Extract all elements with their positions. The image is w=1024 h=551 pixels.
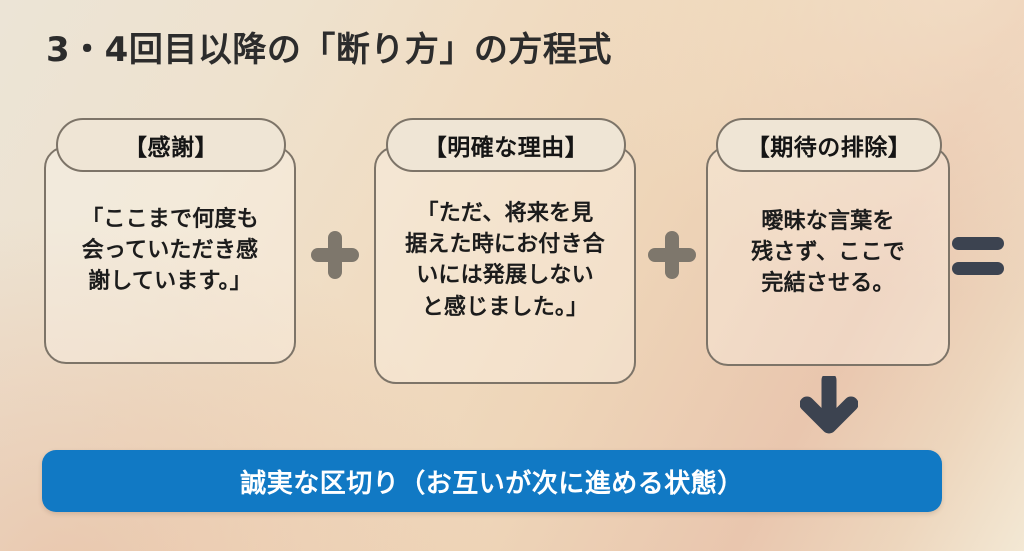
card-1-header-label: 【感謝】 — [124, 135, 218, 161]
plus-icon — [311, 231, 359, 279]
equals-bar-bottom — [952, 262, 1004, 275]
equation-card-3: 曖昧な言葉を 残さず、ここで 完結させる。 — [706, 146, 950, 366]
equation-card-2: 「ただ、将来を見 据えた時にお付き合 いには発展しない と感じました。」 — [374, 146, 636, 384]
result-banner-label: 誠実な区切り（お互いが次に進める状態） — [240, 468, 744, 499]
plus-bar-vertical — [665, 231, 679, 279]
plus-bar-vertical — [328, 231, 342, 279]
down-arrow-icon — [799, 372, 859, 438]
page-title: 3・4回目以降の「断り方」の方程式 — [46, 30, 612, 70]
result-banner: 誠実な区切り（お互いが次に進める状態） — [42, 450, 942, 512]
plus-icon — [648, 231, 696, 279]
card-1-header-pill: 【感謝】 — [56, 118, 286, 172]
down-arrow-svg — [799, 372, 859, 434]
card-2-header-label: 【明確な理由】 — [423, 135, 589, 161]
card-2-body: 「ただ、将来を見 据えた時にお付き合 いには発展しない と感じました。」 — [405, 201, 605, 320]
equation-card-1: 「ここまで何度も 会っていただき感 謝しています。」 — [44, 146, 296, 364]
card-3-header-pill: 【期待の排除】 — [716, 118, 942, 172]
card-3-body: 曖昧な言葉を 残さず、ここで 完結させる。 — [751, 209, 905, 297]
card-1-body: 「ここまで何度も 会っていただき感 謝しています。」 — [81, 207, 259, 295]
equals-icon — [952, 235, 1004, 277]
equals-bar-top — [952, 237, 1004, 250]
card-3-header-label: 【期待の排除】 — [746, 135, 912, 161]
card-2-header-pill: 【明確な理由】 — [386, 118, 626, 172]
